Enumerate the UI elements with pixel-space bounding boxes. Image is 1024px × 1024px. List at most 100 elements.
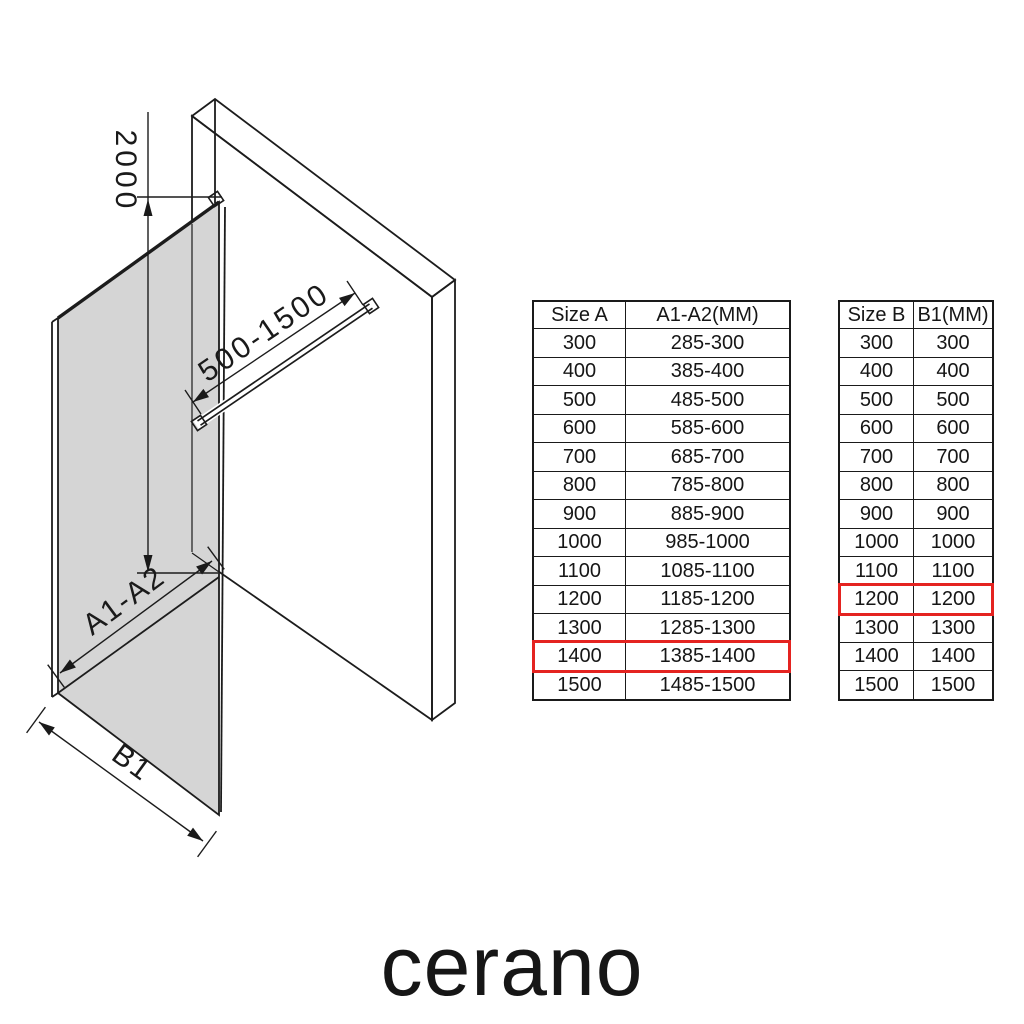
value-cell: 1100 <box>913 557 992 585</box>
glass-corner-join-top <box>51 317 59 323</box>
table-row: 600 585-600 <box>534 413 789 442</box>
column-header-size-a: Size A <box>551 304 608 326</box>
table-row: 900 900 <box>840 499 992 528</box>
range-cell: 1085-1100 <box>625 557 789 585</box>
size-cell: 500 <box>562 388 597 411</box>
size-cell: 300 <box>562 331 597 354</box>
glass-face <box>57 200 220 817</box>
table-row: 900 885-900 <box>534 499 789 528</box>
value-cell: 300 <box>913 329 992 357</box>
glass-clamp-fitting <box>190 414 208 432</box>
table-b-header-row: Size B B1(MM) <box>840 302 992 328</box>
size-cell: 1300 <box>557 616 602 639</box>
range-cell: 1385-1400 <box>625 642 789 670</box>
table-a-body: 300 285-300 400 385-400 500 485-500 600 … <box>532 328 791 699</box>
range-cell: 1285-1300 <box>625 614 789 642</box>
glass-panel <box>51 200 226 817</box>
support-bar <box>190 297 380 432</box>
value-cell: 1000 <box>913 528 992 556</box>
range-cell: 585-600 <box>625 414 789 442</box>
table-row: 1100 1085-1100 <box>534 556 789 585</box>
range-cell: 785-800 <box>625 471 789 499</box>
arrowhead-down <box>143 555 153 572</box>
size-cell: 1000 <box>854 531 899 554</box>
wall <box>190 97 457 722</box>
range-cell: 1185-1200 <box>625 585 789 613</box>
glass-bottom-edge <box>57 576 220 694</box>
size-cell: 600 <box>859 417 894 440</box>
arrowhead <box>196 561 212 575</box>
column-header-size-b: Size B <box>847 304 906 326</box>
size-cell: 600 <box>562 417 597 440</box>
range-cell: 685-700 <box>625 443 789 471</box>
arrowhead <box>339 293 355 307</box>
table-row: 1300 1285-1300 <box>534 613 789 642</box>
arrowhead <box>60 659 76 673</box>
table-row: 1200 1200 <box>838 582 994 616</box>
size-cell: 1500 <box>854 673 899 696</box>
table-row: 1100 1100 <box>840 556 992 585</box>
size-cell: 500 <box>859 388 894 411</box>
wall-right-face <box>431 278 456 722</box>
table-row: 1500 1485-1500 <box>534 670 789 699</box>
wall-top-face <box>190 97 457 299</box>
table-row: 800 800 <box>840 470 992 499</box>
arrowhead-up <box>143 199 153 216</box>
size-cell: 1400 <box>854 645 899 668</box>
arrowhead <box>39 722 55 736</box>
table-row: 1200 1185-1200 <box>534 584 789 613</box>
size-cell: 800 <box>859 474 894 497</box>
size-cell: 1500 <box>557 673 602 696</box>
range-cell: 385-400 <box>625 357 789 385</box>
table-row: 1400 1385-1400 <box>532 639 791 673</box>
value-cell: 900 <box>913 500 992 528</box>
table-row: 1500 1500 <box>840 670 992 699</box>
table-a-header-row: Size A A1-A2(MM) <box>534 302 789 328</box>
table-row: 600 600 <box>840 413 992 442</box>
table-row: 1000 1000 <box>840 527 992 556</box>
size-cell: 900 <box>562 502 597 525</box>
height-dimension-label: 2000 <box>109 130 142 213</box>
size-cell: 300 <box>859 331 894 354</box>
value-cell: 1500 <box>913 671 992 699</box>
column-header-b1: B1(MM) <box>913 302 992 328</box>
range-cell: 885-900 <box>625 500 789 528</box>
size-cell: 1200 <box>557 588 602 611</box>
range-cell: 1485-1500 <box>625 671 789 699</box>
size-table-b: Size B B1(MM) 300 300 400 400 500 500 60… <box>838 300 994 701</box>
size-table-a: Size A A1-A2(MM) 300 285-300 400 385-400… <box>532 300 791 701</box>
range-cell: 485-500 <box>625 386 789 414</box>
size-cell: 700 <box>859 445 894 468</box>
table-row: 300 285-300 <box>534 328 789 357</box>
range-cell: 985-1000 <box>625 528 789 556</box>
value-cell: 700 <box>913 443 992 471</box>
table-b-body: 300 300 400 400 500 500 600 600 700 700 … <box>838 328 994 699</box>
size-cell: 900 <box>859 502 894 525</box>
arrowhead <box>193 388 209 402</box>
size-cell: 800 <box>562 474 597 497</box>
table-row: 400 385-400 <box>534 356 789 385</box>
size-cell: 1000 <box>557 531 602 554</box>
value-cell: 1300 <box>913 614 992 642</box>
table-row: 500 485-500 <box>534 385 789 414</box>
arrowhead <box>187 827 203 841</box>
table-row: 1300 1300 <box>840 613 992 642</box>
value-cell: 1200 <box>913 585 992 613</box>
value-cell: 500 <box>913 386 992 414</box>
value-cell: 400 <box>913 357 992 385</box>
value-cell: 600 <box>913 414 992 442</box>
value-cell: 1400 <box>913 642 992 670</box>
value-cell: 800 <box>913 471 992 499</box>
size-cell: 1400 <box>557 645 602 668</box>
table-row: 800 785-800 <box>534 470 789 499</box>
table-row: 1400 1400 <box>840 641 992 670</box>
size-cell: 1300 <box>854 616 899 639</box>
glass-back-edge-outer <box>220 206 226 813</box>
size-cell: 1100 <box>557 559 601 582</box>
table-row: 700 685-700 <box>534 442 789 471</box>
size-cell: 1100 <box>854 559 898 582</box>
range-cell: 285-300 <box>625 329 789 357</box>
table-row: 400 400 <box>840 356 992 385</box>
